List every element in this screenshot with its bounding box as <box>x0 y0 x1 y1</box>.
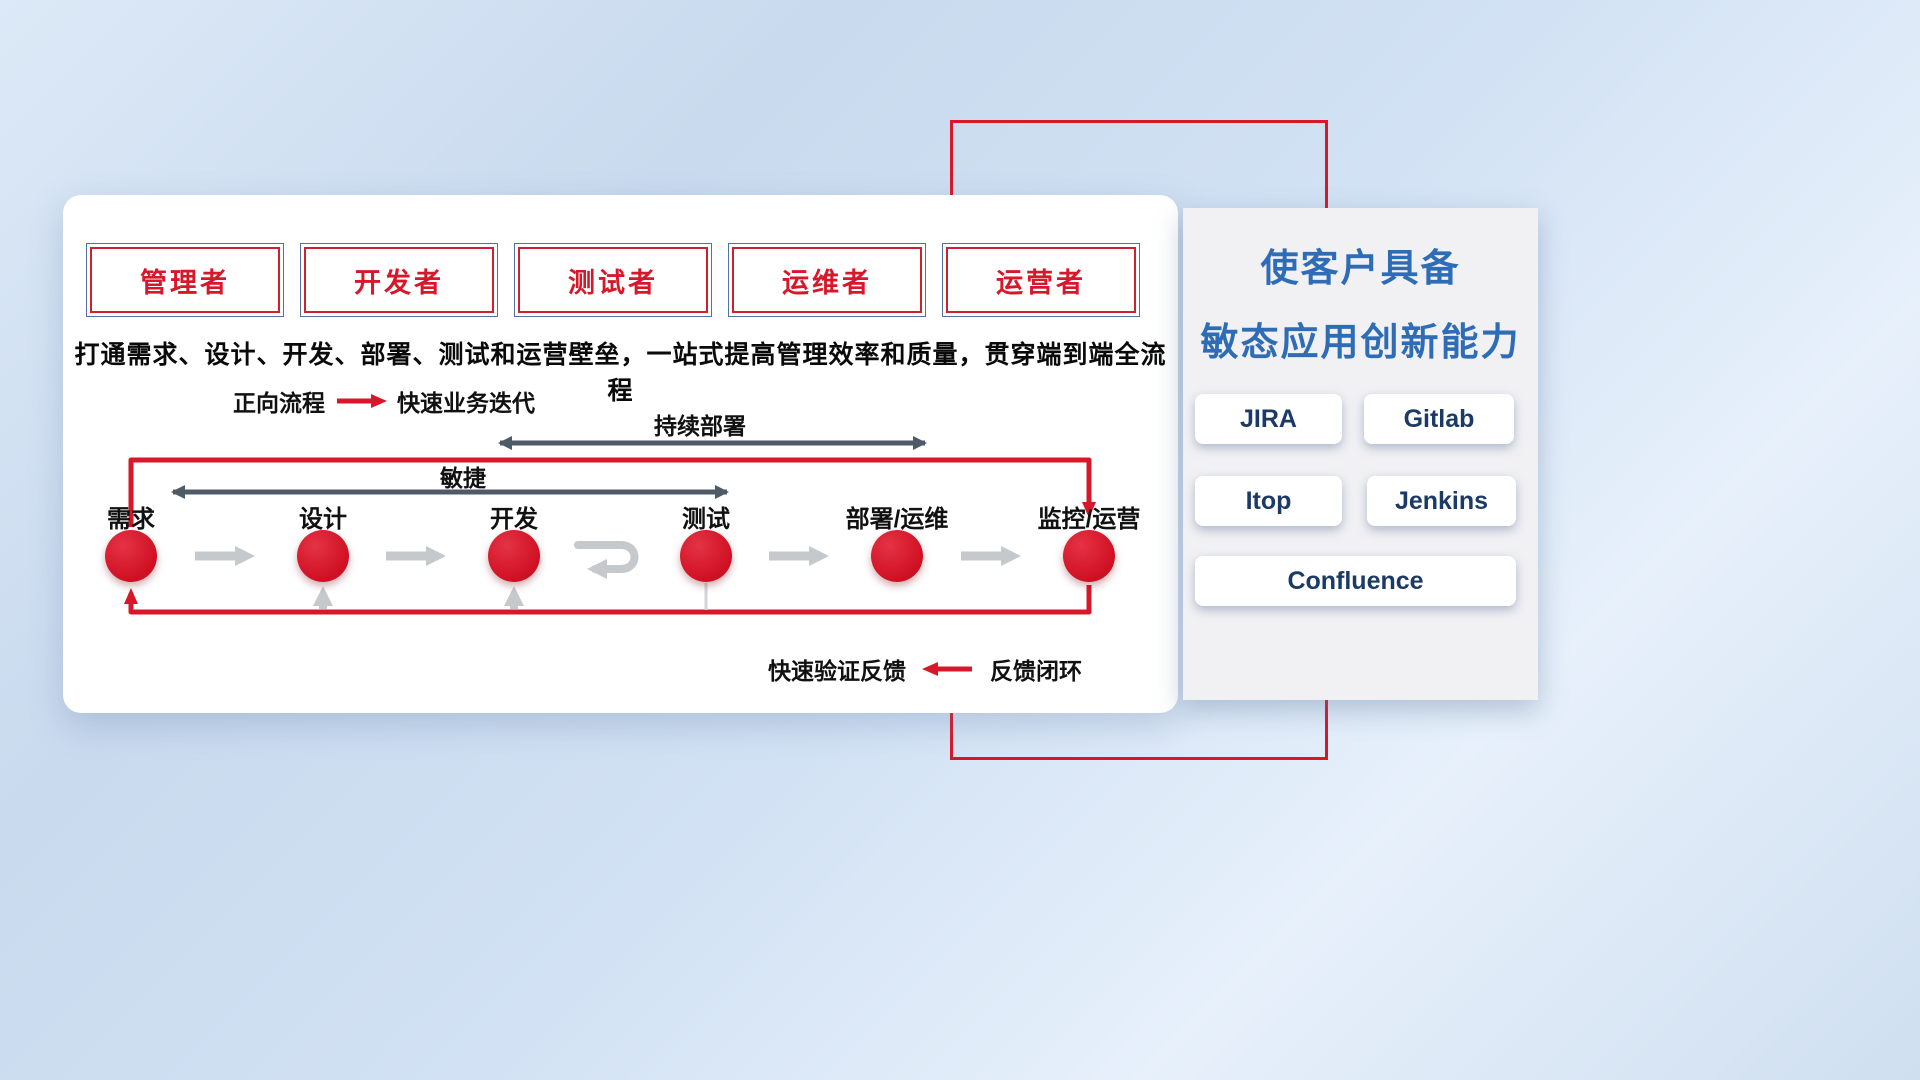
panel-title-line2: 敏态应用创新能力 <box>1200 322 1521 364</box>
tool-box-itop: Itop <box>1195 476 1342 526</box>
stage-label-requirements: 需求 <box>107 506 155 533</box>
stage-label-deploy-ops: 部署/运维 <box>845 506 949 533</box>
role-box-ops: 运维者 <box>728 243 926 317</box>
tool-box-confluence: Confluence <box>1195 556 1516 606</box>
tool-label: Itop <box>1245 486 1292 515</box>
panel-title: 使客户具备 敏态应用创新能力 <box>1183 208 1538 380</box>
tool-label: Confluence <box>1287 566 1424 595</box>
stage-label-testing: 测试 <box>682 506 730 533</box>
role-label: 管理者 <box>140 267 230 298</box>
role-label: 开发者 <box>354 267 444 298</box>
legend-forward: 正向流程 快速业务迭代 <box>233 385 535 417</box>
tool-box-jenkins: Jenkins <box>1367 476 1516 526</box>
role-box-developer: 开发者 <box>300 243 498 317</box>
role-boxes-row: 管理者 开发者 测试者 运维者 运营者 <box>86 243 1140 317</box>
customer-capability-panel: 使客户具备 敏态应用创新能力 JIRA Gitlab Itop Jenkins … <box>1183 208 1538 700</box>
feedback-flow-line <box>124 585 1092 615</box>
role-label: 测试者 <box>568 267 658 298</box>
legend-forward-label: 正向流程 <box>233 390 325 416</box>
stage-node-testing <box>680 530 732 582</box>
tool-box-jira: JIRA <box>1195 394 1342 444</box>
stage-label-monitor-ops: 监控/运营 <box>1037 506 1141 533</box>
stage-label-design: 设计 <box>299 506 347 533</box>
tool-label: Gitlab <box>1403 404 1475 433</box>
continuous-deploy-label: 持续部署 <box>654 413 746 439</box>
tool-label: Jenkins <box>1394 486 1489 515</box>
stage-node-monitor-ops <box>1063 530 1115 582</box>
agile-label: 敏捷 <box>440 465 486 491</box>
legend-forward-desc: 快速业务迭代 <box>397 390 535 416</box>
panel-title-line1: 使客户具备 <box>1260 248 1461 290</box>
devops-flow-card: 管理者 开发者 测试者 运维者 运营者 打通需求、设计、开发、部署、测试和运营壁… <box>63 195 1178 713</box>
role-label: 运营者 <box>996 267 1086 298</box>
stage-node-development <box>488 530 540 582</box>
legend-feedback-desc: 反馈闭环 <box>990 658 1082 684</box>
right-arrow-icon <box>337 394 387 408</box>
stage-node-deploy-ops <box>871 530 923 582</box>
left-arrow-icon <box>922 662 972 676</box>
tool-label: JIRA <box>1240 404 1297 433</box>
stage-label-development: 开发 <box>490 506 538 533</box>
stage-node-requirements <box>105 530 157 582</box>
role-label: 运维者 <box>782 267 872 298</box>
iteration-uturn-arrow-icon <box>574 541 639 579</box>
card-subtitle: 打通需求、设计、开发、部署、测试和运营壁垒，一站式提高管理效率和质量，贯穿端到端… <box>74 341 1167 405</box>
tool-box-gitlab: Gitlab <box>1364 394 1514 444</box>
role-box-manager: 管理者 <box>86 243 284 317</box>
role-box-tester: 测试者 <box>514 243 712 317</box>
role-box-operator: 运营者 <box>942 243 1140 317</box>
stage-node-design <box>297 530 349 582</box>
legend-feedback: 快速验证反馈 反馈闭环 <box>768 653 1082 685</box>
legend-feedback-label: 快速验证反馈 <box>768 658 906 684</box>
